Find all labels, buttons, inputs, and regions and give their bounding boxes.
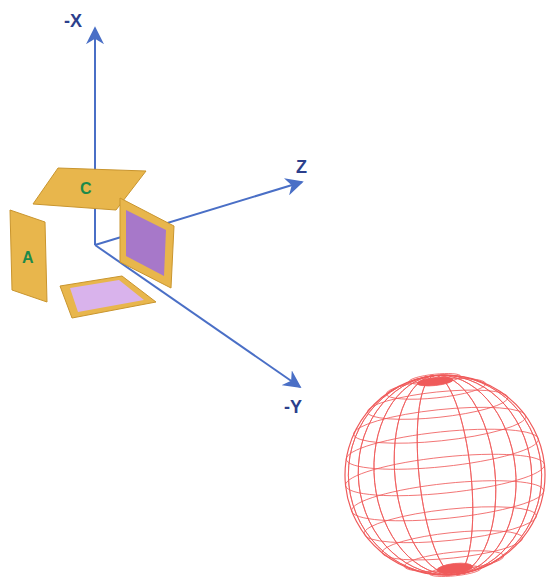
sphere-pole bbox=[417, 376, 454, 388]
sphere-line bbox=[364, 368, 526, 582]
sphere-line bbox=[364, 368, 526, 582]
sphere-line bbox=[348, 366, 541, 583]
sphere-line bbox=[381, 525, 524, 565]
sphere-line bbox=[344, 447, 547, 504]
sphere-line bbox=[344, 422, 540, 477]
plate-a bbox=[10, 210, 47, 302]
axis-line bbox=[95, 245, 300, 387]
part-label: C bbox=[80, 181, 92, 197]
sphere-line bbox=[385, 370, 505, 579]
sphere-line bbox=[348, 366, 541, 583]
sphere-line bbox=[350, 473, 546, 528]
radiation-sphere bbox=[335, 364, 555, 583]
sphere-line bbox=[403, 547, 504, 575]
sphere-line bbox=[409, 373, 481, 577]
sphere-line bbox=[338, 365, 551, 583]
plate-right bbox=[120, 198, 174, 288]
sphere-line bbox=[338, 365, 551, 583]
sphere-line bbox=[362, 500, 538, 549]
sphere-line bbox=[385, 370, 505, 579]
sphere-line bbox=[366, 385, 509, 425]
plate-bottom bbox=[60, 276, 156, 318]
plate-right-panel bbox=[126, 210, 166, 276]
axis-label: -Y bbox=[284, 398, 302, 416]
sphere-line bbox=[385, 375, 486, 403]
sphere-line bbox=[409, 373, 481, 577]
sphere-line bbox=[335, 365, 555, 583]
axis-line bbox=[94, 28, 96, 245]
axis-label: Z bbox=[296, 158, 307, 176]
sphere-pole bbox=[436, 562, 473, 576]
plate-bottom-panel bbox=[70, 280, 144, 312]
part-label: A bbox=[22, 250, 34, 266]
sphere-line bbox=[435, 376, 456, 575]
axis-label: -X bbox=[64, 12, 82, 30]
